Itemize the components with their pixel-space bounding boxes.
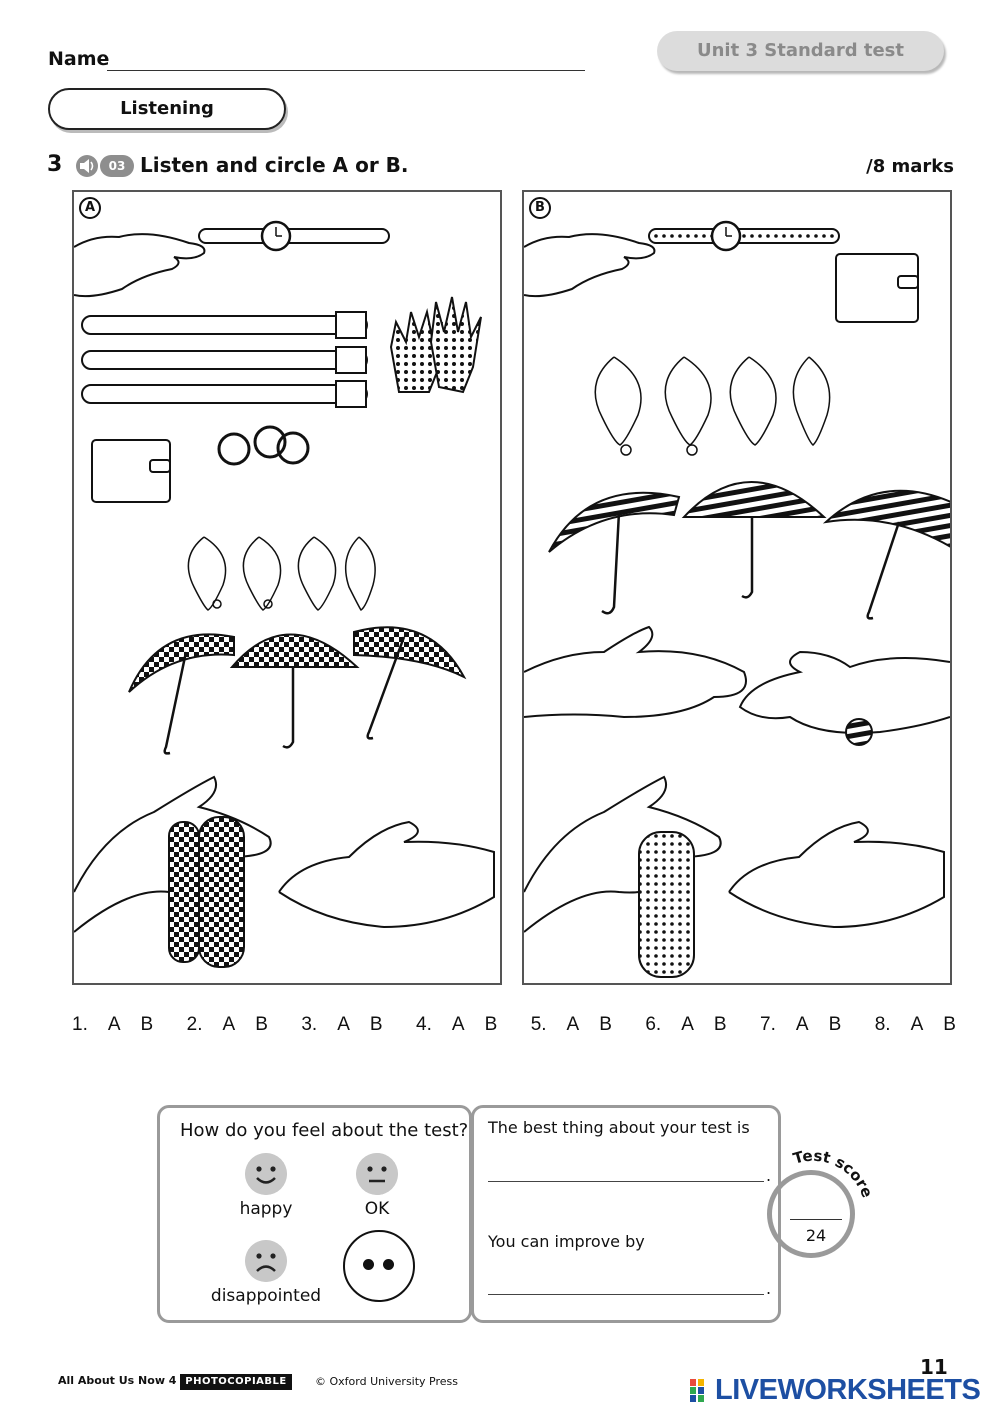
score-total: 24	[805, 1226, 827, 1245]
answer-number: 7.	[760, 1014, 776, 1035]
test-score: Test score 24	[765, 1147, 876, 1262]
disappointed-label: disappointed	[210, 1286, 322, 1306]
answer-option-a[interactable]: A	[566, 1014, 580, 1035]
picture-panel-b[interactable]: B	[522, 190, 952, 985]
book-title: All About Us Now 4	[58, 1374, 177, 1387]
picture-panel-a[interactable]: A	[72, 190, 502, 985]
answer-option-a[interactable]: A	[681, 1014, 694, 1035]
improve-line[interactable]	[488, 1294, 764, 1295]
answer-item-4: 4. A B	[416, 1014, 497, 1036]
answer-number: 3.	[301, 1014, 318, 1035]
page-number: 11	[920, 1355, 948, 1379]
liveworksheets-text: LIVEWORKSHEETS	[715, 1374, 981, 1406]
marks-label: /8 marks	[866, 156, 954, 177]
answer-number: 1.	[72, 1014, 88, 1035]
panel-a-illustration	[74, 220, 495, 968]
sad-face-icon[interactable]	[245, 1240, 287, 1282]
answer-number: 6.	[645, 1014, 662, 1035]
improve-label: You can improve by	[488, 1232, 645, 1251]
ok-face-icon[interactable]	[356, 1153, 398, 1195]
answer-option-a[interactable]: A	[451, 1014, 465, 1035]
answer-option-b[interactable]: B	[140, 1014, 154, 1035]
answer-option-b[interactable]: B	[943, 1014, 956, 1035]
audio-icon[interactable]	[73, 154, 135, 178]
answer-option-b[interactable]: B	[255, 1014, 268, 1035]
feelings-question: How do you feel about the test?	[180, 1120, 469, 1141]
section-title: Listening	[48, 88, 286, 130]
best-thing-dot: .	[766, 1166, 772, 1185]
answer-number: 4.	[416, 1014, 432, 1035]
answer-option-b[interactable]: B	[484, 1014, 498, 1035]
answer-option-b[interactable]: B	[369, 1014, 383, 1035]
answer-item-8: 8. A B	[875, 1014, 956, 1036]
best-thing-line[interactable]	[488, 1181, 764, 1182]
copyright: © Oxford University Press	[315, 1375, 459, 1388]
answer-number: 8.	[874, 1014, 891, 1035]
name-write-line[interactable]	[107, 70, 585, 71]
score-input-line[interactable]	[790, 1219, 842, 1220]
answer-option-b[interactable]: B	[828, 1014, 842, 1035]
liveworksheets-icon	[690, 1378, 704, 1402]
answer-item-1: 1. A B	[72, 1014, 153, 1036]
name-label: Name	[48, 48, 110, 70]
answer-option-a[interactable]: A	[107, 1014, 121, 1035]
answer-options: 1. A B 2. A B 3. A B 4. A B 5. A B 6. A …	[72, 1014, 956, 1036]
question-instruction: Listen and circle A or B.	[140, 153, 409, 177]
answer-item-6: 6. A B	[645, 1014, 726, 1036]
liveworksheets-logo[interactable]: LIVEWORKSHEETS	[690, 1374, 981, 1407]
improve-dot: .	[766, 1279, 772, 1298]
feelings-box: How do you feel about the test? happy OK…	[157, 1105, 472, 1323]
happy-face-icon[interactable]	[245, 1153, 287, 1195]
answer-item-7: 7. A B	[760, 1014, 841, 1036]
ok-label: OK	[364, 1199, 390, 1219]
score-circle: 24	[767, 1170, 855, 1258]
panel-b-illustration	[524, 220, 950, 978]
answer-option-a[interactable]: A	[795, 1014, 809, 1035]
unit-title: Unit 3 Standard test	[657, 31, 944, 71]
answer-option-a[interactable]: A	[910, 1014, 924, 1035]
answer-item-2: 2. A B	[187, 1014, 268, 1036]
blank-face-icon[interactable]	[343, 1230, 415, 1302]
question-number: 3	[47, 152, 63, 177]
answer-number: 2.	[186, 1014, 203, 1035]
answer-item-5: 5. A B	[531, 1014, 612, 1036]
answer-option-a[interactable]: A	[222, 1014, 236, 1035]
best-thing-label: The best thing about your test is	[488, 1118, 750, 1137]
panel-a-label: A	[79, 197, 101, 219]
panel-b-label: B	[529, 197, 551, 219]
answer-option-b[interactable]: B	[713, 1014, 727, 1035]
answer-item-3: 3. A B	[301, 1014, 382, 1036]
answer-number: 5.	[530, 1014, 547, 1035]
photocopiable-badge: PHOTOCOPIABLE	[180, 1374, 292, 1390]
comments-box: The best thing about your test is . You …	[471, 1105, 781, 1323]
answer-option-b[interactable]: B	[599, 1014, 612, 1035]
track-number: 03	[100, 155, 134, 177]
answer-option-a[interactable]: A	[337, 1014, 350, 1035]
happy-label: happy	[239, 1199, 293, 1219]
